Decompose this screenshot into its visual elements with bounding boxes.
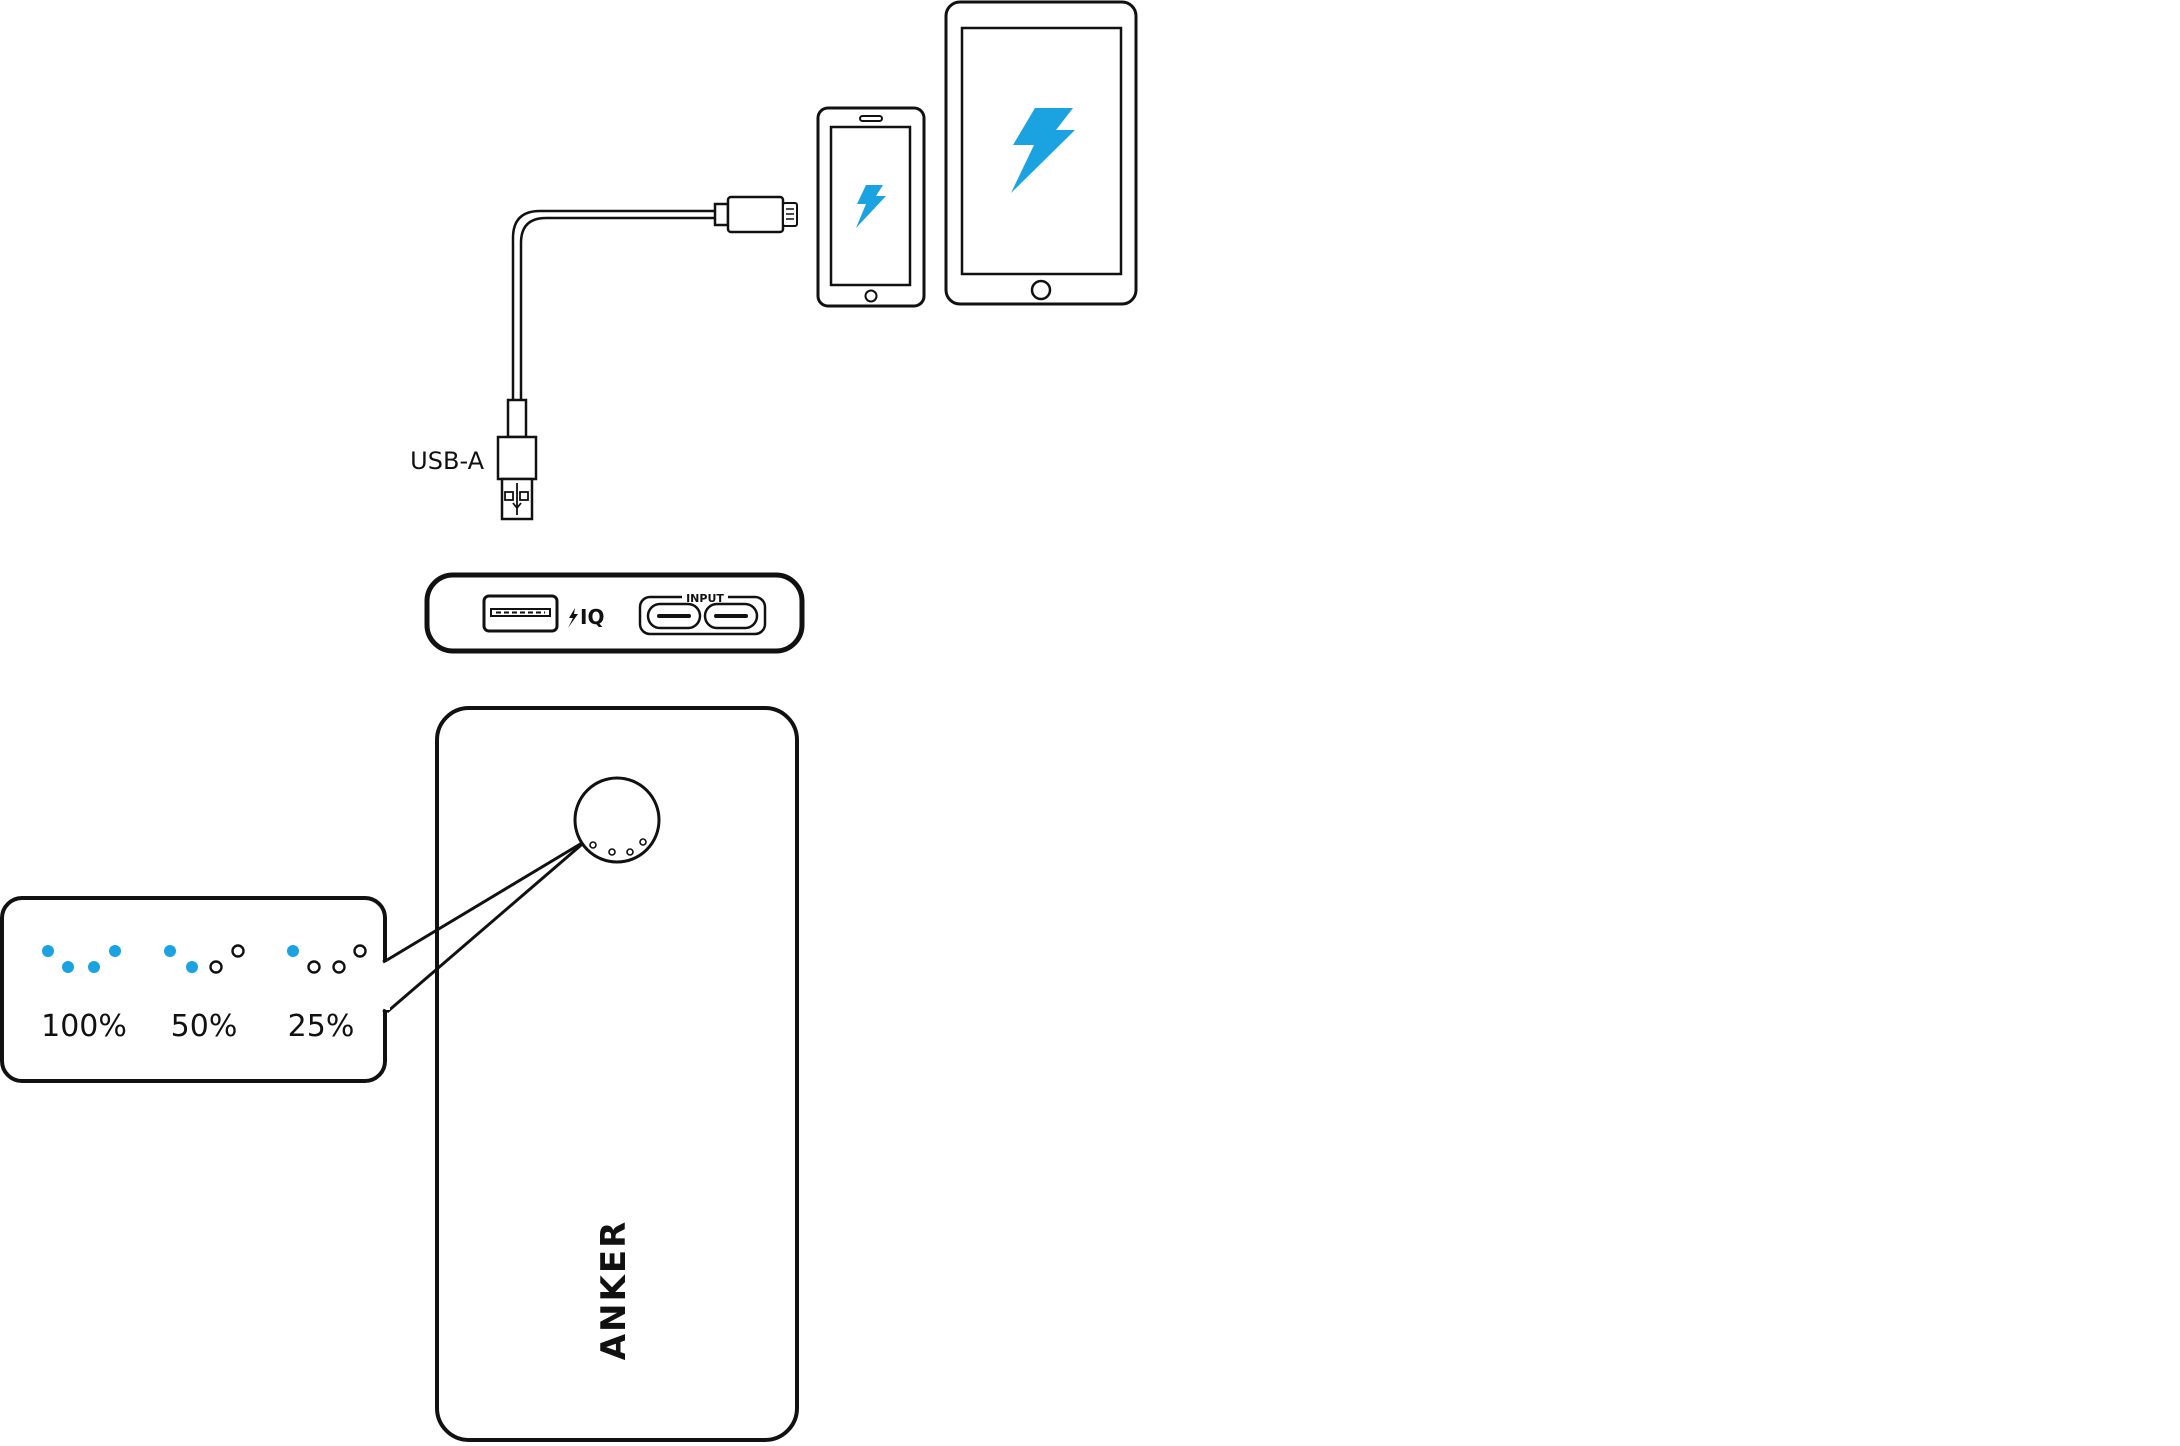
poweriq-logo: IQ	[580, 605, 604, 629]
led-indicator	[608, 848, 616, 856]
led-off	[353, 944, 367, 958]
phone	[816, 106, 926, 308]
usb-cable	[496, 195, 798, 521]
led-off	[332, 960, 346, 974]
battery-level-25	[287, 944, 367, 974]
led-lit	[287, 945, 299, 957]
power-button	[573, 776, 661, 864]
led-off	[209, 960, 223, 974]
usb-a-label: USB-A	[410, 447, 484, 475]
battery-level-callout: 100% 50% 25%	[0, 896, 390, 1083]
led-lit	[109, 945, 121, 957]
battery-level-100	[42, 945, 121, 973]
power-bank-ports-view	[424, 572, 805, 654]
tablet	[944, 0, 1138, 306]
poweriq-bolt-icon	[568, 608, 578, 628]
battery-level-label: 100%	[41, 1009, 127, 1044]
led-lit	[62, 961, 74, 973]
lightning-connector	[713, 202, 730, 227]
led-indicator	[639, 838, 647, 846]
tablet-bolt-icon	[1011, 108, 1075, 193]
led-indicator	[626, 848, 634, 856]
led-lit	[42, 945, 54, 957]
led-off	[307, 960, 321, 974]
power-bank-front: ANKER	[386, 706, 799, 1442]
usb-a-connector	[496, 435, 538, 481]
anker-logo: ANKER	[594, 1220, 634, 1361]
battery-level-label: 50%	[171, 1009, 238, 1044]
phone-bolt-icon	[856, 185, 886, 228]
led-lit	[164, 945, 176, 957]
led-lit	[186, 961, 198, 973]
battery-level-50	[164, 944, 245, 974]
input-port-label: INPUT	[686, 592, 724, 605]
led-indicator	[589, 841, 597, 849]
led-lit	[88, 961, 100, 973]
battery-level-label: 25%	[288, 1009, 355, 1044]
led-off	[231, 944, 245, 958]
